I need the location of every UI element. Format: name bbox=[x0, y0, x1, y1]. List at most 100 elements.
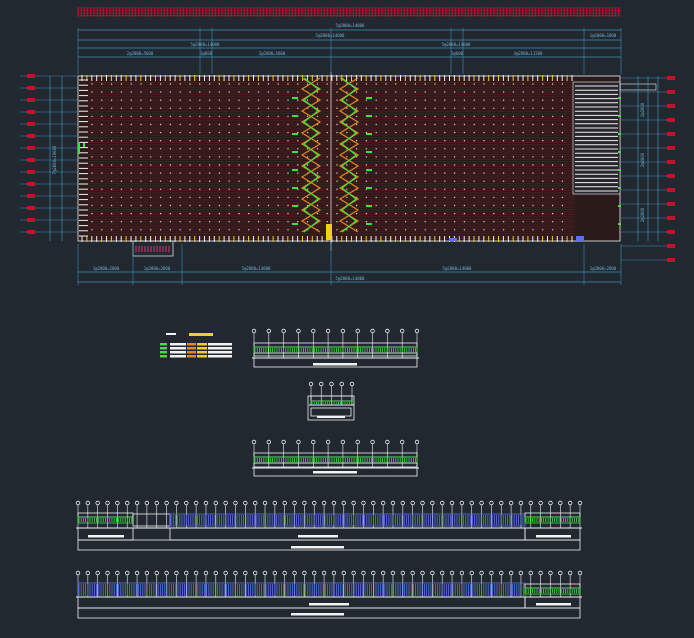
column-dot bbox=[434, 164, 436, 166]
column-head bbox=[302, 500, 307, 506]
column-dot bbox=[483, 107, 485, 110]
column-dot bbox=[189, 99, 191, 101]
column-dot bbox=[140, 188, 142, 190]
column-dot bbox=[532, 188, 534, 190]
column-dot bbox=[267, 131, 270, 134]
column-dot bbox=[316, 148, 319, 150]
column-dot bbox=[512, 131, 515, 134]
column-dot bbox=[473, 107, 475, 110]
column-dot bbox=[463, 131, 466, 134]
column-head bbox=[420, 570, 425, 576]
column-dot bbox=[395, 164, 397, 166]
column-dot bbox=[404, 204, 407, 207]
column-dot bbox=[120, 83, 123, 85]
column-dot bbox=[257, 131, 260, 134]
column-head bbox=[252, 500, 258, 506]
column-dot bbox=[483, 123, 485, 126]
column-dot bbox=[199, 99, 201, 101]
column-dot bbox=[110, 164, 113, 166]
column-head bbox=[105, 570, 110, 576]
column-dot bbox=[91, 172, 93, 174]
axis-tag bbox=[667, 188, 675, 192]
column-dot bbox=[120, 123, 123, 126]
column-head bbox=[312, 500, 317, 506]
column-dot bbox=[110, 172, 113, 174]
column-head bbox=[85, 500, 91, 506]
column-dot bbox=[287, 148, 289, 150]
column-dot bbox=[365, 131, 368, 134]
column-dot bbox=[297, 99, 299, 101]
column-head bbox=[399, 439, 405, 445]
column-dot bbox=[365, 123, 368, 126]
column-dot bbox=[228, 123, 230, 126]
column-dot bbox=[355, 212, 358, 215]
column-dot bbox=[385, 115, 387, 118]
column-dot bbox=[101, 148, 103, 150]
column-dot bbox=[130, 131, 132, 134]
axis-tag bbox=[27, 146, 35, 150]
column-dot bbox=[561, 180, 564, 182]
column-dot bbox=[512, 123, 515, 126]
column-dot bbox=[91, 107, 93, 110]
axis-tag bbox=[667, 160, 675, 164]
column-dot bbox=[248, 131, 250, 134]
column-dot bbox=[110, 180, 113, 182]
column-dot bbox=[326, 196, 328, 199]
column-dot bbox=[355, 107, 358, 110]
column-dot bbox=[414, 91, 417, 93]
column-dot bbox=[444, 164, 446, 166]
column-dot bbox=[297, 164, 299, 166]
column-head bbox=[144, 500, 150, 506]
column-dot bbox=[336, 123, 338, 126]
column-dot bbox=[316, 212, 319, 215]
column-dot bbox=[414, 229, 417, 231]
column-dot bbox=[483, 83, 485, 85]
band bbox=[524, 583, 581, 589]
column-dot bbox=[110, 229, 113, 231]
column-dot bbox=[120, 91, 123, 93]
column-dot bbox=[522, 99, 524, 101]
column-dot bbox=[159, 107, 162, 110]
column-head bbox=[272, 500, 278, 506]
column-head bbox=[282, 570, 287, 576]
column-dot bbox=[91, 83, 93, 85]
column-dot bbox=[444, 99, 446, 101]
column-dot bbox=[463, 156, 466, 158]
column-dot bbox=[110, 83, 113, 85]
column-dot bbox=[336, 180, 338, 182]
column-dot bbox=[140, 91, 142, 93]
column-head bbox=[410, 500, 415, 506]
legend-swatch bbox=[160, 351, 167, 354]
column-dot bbox=[189, 212, 191, 215]
column-dot bbox=[159, 99, 162, 101]
column-dot bbox=[199, 204, 201, 207]
axis-tag bbox=[667, 146, 675, 150]
column-dot bbox=[395, 115, 397, 118]
column-dot bbox=[444, 115, 446, 118]
column-head bbox=[281, 328, 286, 334]
column-dot bbox=[277, 229, 279, 231]
column-dot bbox=[355, 83, 358, 85]
column-dot bbox=[414, 156, 417, 158]
column-dot bbox=[228, 131, 230, 134]
column-dot bbox=[179, 156, 181, 158]
column-dot bbox=[110, 115, 113, 118]
column-head bbox=[164, 500, 169, 506]
column-head bbox=[439, 570, 445, 576]
column-dot bbox=[424, 156, 426, 158]
band bbox=[77, 512, 134, 518]
column-dot bbox=[159, 131, 162, 134]
column-dot bbox=[238, 83, 240, 85]
column-dot bbox=[130, 91, 132, 93]
column-dot bbox=[179, 212, 181, 215]
frame bbox=[77, 607, 581, 619]
column-dot bbox=[542, 107, 544, 110]
column-dot bbox=[395, 107, 397, 110]
column-dot bbox=[483, 221, 485, 223]
column-dot bbox=[395, 188, 397, 190]
column-dot bbox=[502, 123, 505, 126]
column-dot bbox=[512, 188, 515, 190]
axis-tag bbox=[27, 98, 35, 102]
column-dot bbox=[199, 229, 201, 231]
